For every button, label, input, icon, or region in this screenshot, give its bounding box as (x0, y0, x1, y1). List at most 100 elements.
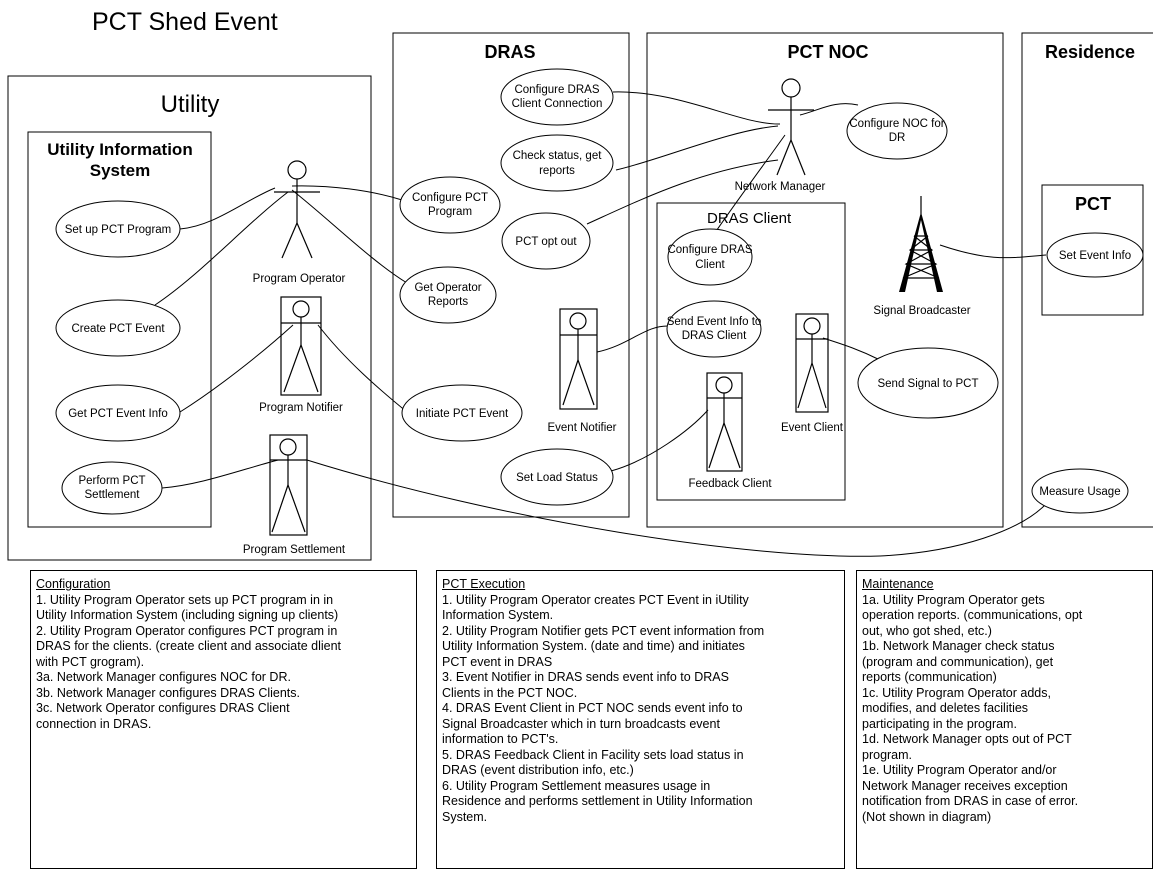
use-case-set-load-status: Set Load Status (500, 448, 614, 506)
use-case-label: Program (428, 206, 472, 218)
use-case-label: Set Event Info (1059, 250, 1131, 262)
configuration-line: 3c. Network Operator configures DRAS Cli… (36, 701, 290, 715)
utility-information-system-region (27, 131, 212, 528)
maintenance-heading: Maintenance (862, 577, 934, 591)
actor-network-manager: Network Manager (735, 78, 826, 193)
actor-label: Program Notifier (259, 402, 343, 414)
dras-label: DRAS (484, 42, 535, 62)
maintenance-line: reports (communication) (862, 670, 997, 684)
dras-client-label: DRAS Client (707, 210, 792, 227)
maintenance-line: 1a. Utility Program Operator gets (862, 592, 1045, 607)
pct-execution-heading: PCT Execution (442, 577, 526, 591)
use-case-create-pct-event: Create PCT Event (55, 299, 181, 357)
use-case-measure-usage: Measure Usage (1031, 468, 1129, 514)
actor-label: Program Operator (253, 273, 346, 285)
pct-execution-line: 3. Event Notifier in DRAS sends event in… (442, 670, 729, 684)
pct-region (1041, 184, 1144, 316)
configuration-line: with PCT grogram). (36, 654, 145, 669)
use-case-get-operator-reports: Get Operator Reports (399, 266, 497, 324)
pct-execution-line: 4. DRAS Event Client in PCT NOC sends ev… (442, 701, 743, 715)
pct-execution-line: Clients in the PCT NOC. (442, 685, 578, 700)
maintenance-line: notification from DRAS in case of error. (862, 794, 1079, 808)
configuration-notes: Configuration 1. Utility Program Operato… (30, 570, 417, 869)
use-case-pct-opt-out: PCT opt out (501, 212, 591, 270)
use-case-label: Configure NOC for (849, 118, 944, 130)
pct-execution-line: 2. Utility Program Notifier gets PCT eve… (442, 623, 765, 638)
residence-label: Residence (1045, 42, 1135, 62)
configuration-line: 3b. Network Manager configures DRAS Clie… (36, 685, 301, 700)
actor-feedback-client: Feedback Client (688, 372, 772, 490)
maintenance-line: out, who got shed, etc.) (862, 623, 992, 638)
use-case-setup-pct-program: Set up PCT Program (55, 200, 181, 258)
use-case-label: Set Load Status (516, 472, 598, 484)
pct-noc-region (646, 32, 1004, 528)
configuration-line: DRAS for the clients. (create client and… (36, 639, 342, 653)
use-case-label: Reports (428, 296, 469, 308)
use-case-initiate-pct-event: Initiate PCT Event (401, 384, 523, 442)
use-case-configure-pct-program: Configure PCT Program (399, 176, 501, 234)
pct-execution-line: Residence and performs settlement in Uti… (442, 794, 753, 808)
use-case-send-event-info: Send Event Info to DRAS Client (666, 300, 762, 358)
use-case-configure-dras-client-connection: Configure DRAS Client Connection (500, 68, 614, 126)
actor-program-notifier: Program Notifier (259, 296, 343, 414)
use-case-label: Perform PCT (78, 475, 145, 487)
use-case-get-pct-event-info: Get PCT Event Info (55, 384, 181, 442)
configuration-line: connection in DRAS. (36, 716, 152, 731)
use-case-label: Get Operator (414, 282, 481, 294)
pct-execution-line: Information System. (442, 608, 554, 622)
maintenance-line: 1b. Network Manager check status (862, 639, 1055, 653)
use-case-label: Configure DRAS (667, 244, 752, 256)
use-case-label: Send Event Info to (667, 316, 762, 328)
pct-execution-line: System. (442, 809, 488, 824)
use-case-label: Settlement (85, 489, 141, 501)
use-case-label: PCT opt out (515, 236, 577, 248)
use-case-set-event-info: Set Event Info (1046, 232, 1144, 278)
configuration-line: 2. Utility Program Operator configures P… (36, 623, 338, 638)
use-case-label: Client (695, 259, 725, 271)
actor-program-settlement: Program Settlement (243, 434, 346, 556)
actor-label: Event Client (781, 422, 844, 434)
pct-execution-line: 6. Utility Program Settlement measures u… (442, 778, 711, 793)
use-case-label: Check status, get (513, 150, 603, 162)
actor-label: Signal Broadcaster (873, 305, 970, 317)
signal-broadcaster-tower-icon: Signal Broadcaster (873, 196, 971, 317)
use-case-label: Set up PCT Program (65, 224, 172, 236)
utility-region (7, 75, 372, 561)
pct-execution-line: PCT event in DRAS (442, 654, 553, 669)
use-case-label: Send Signal to PCT (877, 378, 978, 390)
actor-label: Program Settlement (243, 544, 346, 556)
maintenance-line: 1e. Utility Program Operator and/or (862, 763, 1057, 777)
actor-label: Feedback Client (688, 478, 772, 490)
dras-region (392, 32, 630, 518)
pct-execution-line: Utility Information System. (date and ti… (442, 639, 745, 653)
maintenance-line: modifies, and deletes facilities (862, 701, 1029, 715)
maintenance-line: participating in the program. (862, 716, 1017, 731)
pct-execution-line: 1. Utility Program Operator creates PCT … (442, 592, 749, 607)
pct-execution-line: DRAS (event distribution info, etc.) (442, 763, 634, 777)
configuration-heading: Configuration (36, 577, 111, 591)
pct-execution-line: information to PCT's. (442, 732, 559, 746)
configuration-line: Utility Information System (including si… (36, 608, 339, 622)
actor-label: Event Notifier (547, 422, 616, 434)
dras-client-region (656, 202, 846, 501)
maintenance-line: Network Manager receives exception (862, 778, 1068, 793)
use-case-label: Configure PCT (412, 192, 488, 204)
use-case-label: Get PCT Event Info (68, 408, 168, 420)
use-case-configure-noc-for-dr: Configure NOC for DR (846, 102, 948, 160)
use-case-label: DR (889, 132, 906, 144)
use-case-label: Measure Usage (1039, 486, 1120, 498)
maintenance-line: program. (862, 747, 913, 762)
utility-label: Utility (161, 91, 220, 118)
uis-label-line1: Utility Information (47, 140, 192, 159)
use-case-perform-pct-settlement: Perform PCT Settlement (61, 461, 163, 515)
diagram-title: PCT Shed Event (92, 8, 278, 36)
use-case-label: DRAS Client (682, 330, 747, 342)
configuration-line: 1. Utility Program Operator sets up PCT … (36, 592, 334, 607)
maintenance-line: (program and communication), get (862, 654, 1054, 669)
use-case-label: reports (539, 165, 575, 177)
maintenance-notes: Maintenance 1a. Utility Program Operator… (856, 570, 1153, 869)
maintenance-line: 1d. Network Manager opts out of PCT (862, 732, 1072, 746)
maintenance-line: 1c. Utility Program Operator adds, (862, 685, 1051, 700)
uis-label-line2: System (90, 161, 150, 180)
